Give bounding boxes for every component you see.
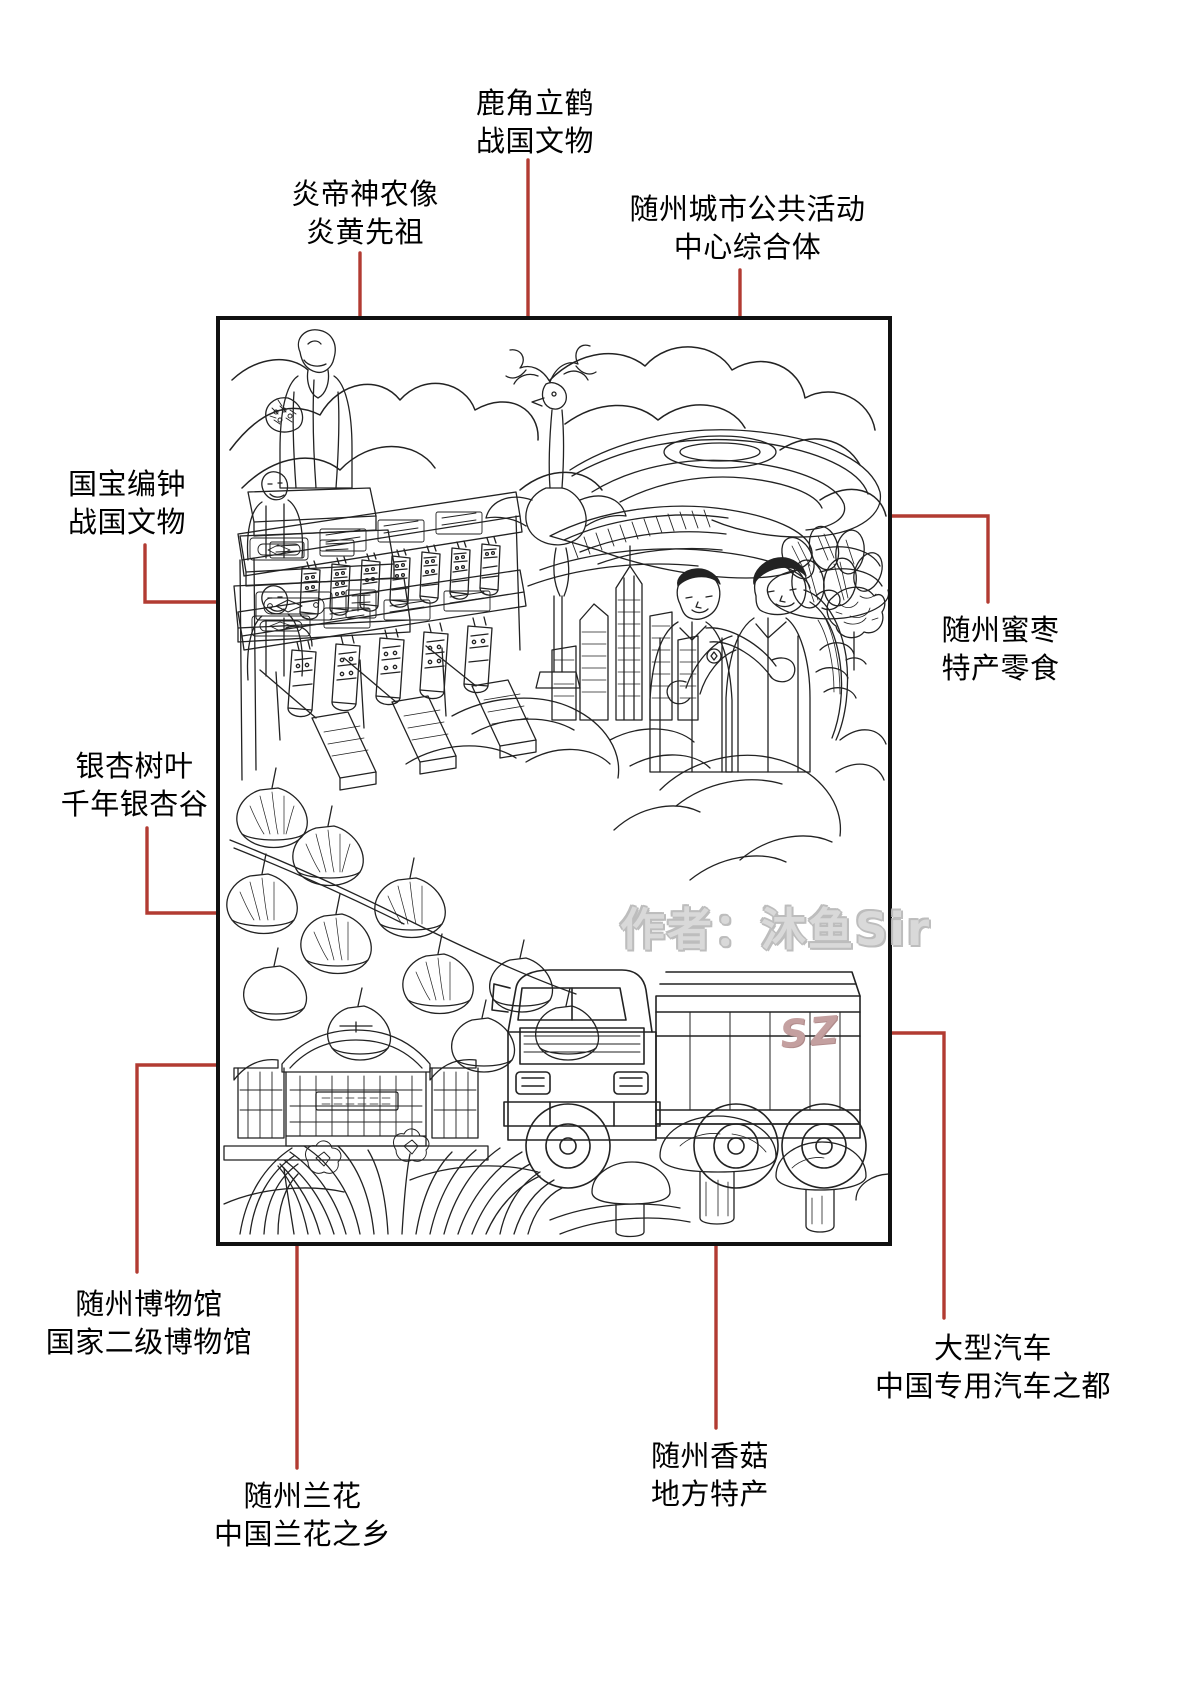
youth-couple xyxy=(649,557,849,773)
orchid-plants xyxy=(239,1128,563,1235)
label-line-2: 战国文物 xyxy=(67,504,186,539)
label-line-1: 随州博物馆 xyxy=(75,1287,223,1321)
annotation-label-orchid: 随州兰花 中国兰花之乡 xyxy=(185,1478,420,1553)
illustration-frame xyxy=(216,316,892,1246)
city-skyline xyxy=(551,545,699,721)
annotation-label-shennong: 炎帝神农像 炎黄先祖 xyxy=(275,176,455,251)
shennong-statue xyxy=(233,329,411,643)
label-line-2: 炎黄先祖 xyxy=(305,214,424,249)
ground-waves xyxy=(223,1165,691,1235)
rock-landscape xyxy=(613,729,887,881)
annotation-label-deer-crane: 鹿角立鹤 战国文物 xyxy=(455,85,615,160)
label-line-2: 中心综合体 xyxy=(673,229,822,264)
label-line-2: 特产零食 xyxy=(941,650,1060,685)
label-line-2: 千年银杏谷 xyxy=(60,786,209,821)
pointer-jujube xyxy=(846,502,990,604)
bell-row-2 xyxy=(287,616,493,718)
label-line-1: 鹿角立鹤 xyxy=(475,86,594,120)
label-line-1: 随州兰花 xyxy=(243,1479,362,1513)
label-line-2: 中国兰花之乡 xyxy=(213,1516,391,1551)
ancient-musicians xyxy=(246,471,313,681)
label-line-1: 随州香菇 xyxy=(650,1439,769,1473)
ginkgo-leaves xyxy=(226,767,600,1073)
bell-row-1 xyxy=(299,536,501,620)
annotation-label-mushroom: 随州香菇 地方特产 xyxy=(630,1438,790,1513)
label-line-1: 大型汽车 xyxy=(933,1331,1052,1365)
label-line-1: 随州蜜枣 xyxy=(941,613,1060,647)
annotation-label-truck: 大型汽车 中国专用汽车之都 xyxy=(823,1330,1163,1405)
annotation-label-civic-center: 随州城市公共活动 中心综合体 xyxy=(605,191,890,266)
label-line-2: 战国文物 xyxy=(475,123,594,158)
label-line-2: 地方特产 xyxy=(650,1476,769,1511)
deer-antler-crane xyxy=(485,344,627,689)
label-line-1: 随州城市公共活动 xyxy=(629,192,866,226)
line-art-drawing xyxy=(223,329,888,1238)
label-line-1: 炎帝神农像 xyxy=(291,177,439,211)
annotation-label-ginkgo: 银杏树叶 千年银杏谷 xyxy=(42,748,227,823)
annotation-label-jujube: 随州蜜枣 特产零食 xyxy=(913,612,1088,687)
label-line-1: 银杏树叶 xyxy=(75,749,194,783)
annotation-label-museum: 随州博物馆 国家二级博物馆 xyxy=(24,1286,274,1361)
bianzhong-chime-bells xyxy=(237,491,527,781)
shiitake-mushrooms xyxy=(591,1115,888,1238)
annotation-label-chime-bells: 国宝编钟 战国文物 xyxy=(42,466,212,541)
civic-center-building xyxy=(527,429,883,589)
tree-foliage xyxy=(815,586,886,699)
terrain-swirls xyxy=(405,697,711,779)
label-line-1: 国宝编钟 xyxy=(67,467,186,501)
hanging-chime-frames xyxy=(259,645,537,791)
label-line-2: 中国专用汽车之都 xyxy=(874,1368,1111,1403)
label-line-2: 国家二级博物馆 xyxy=(45,1324,253,1359)
heavy-truck xyxy=(491,969,867,1189)
suizhou-museum xyxy=(223,1021,489,1161)
